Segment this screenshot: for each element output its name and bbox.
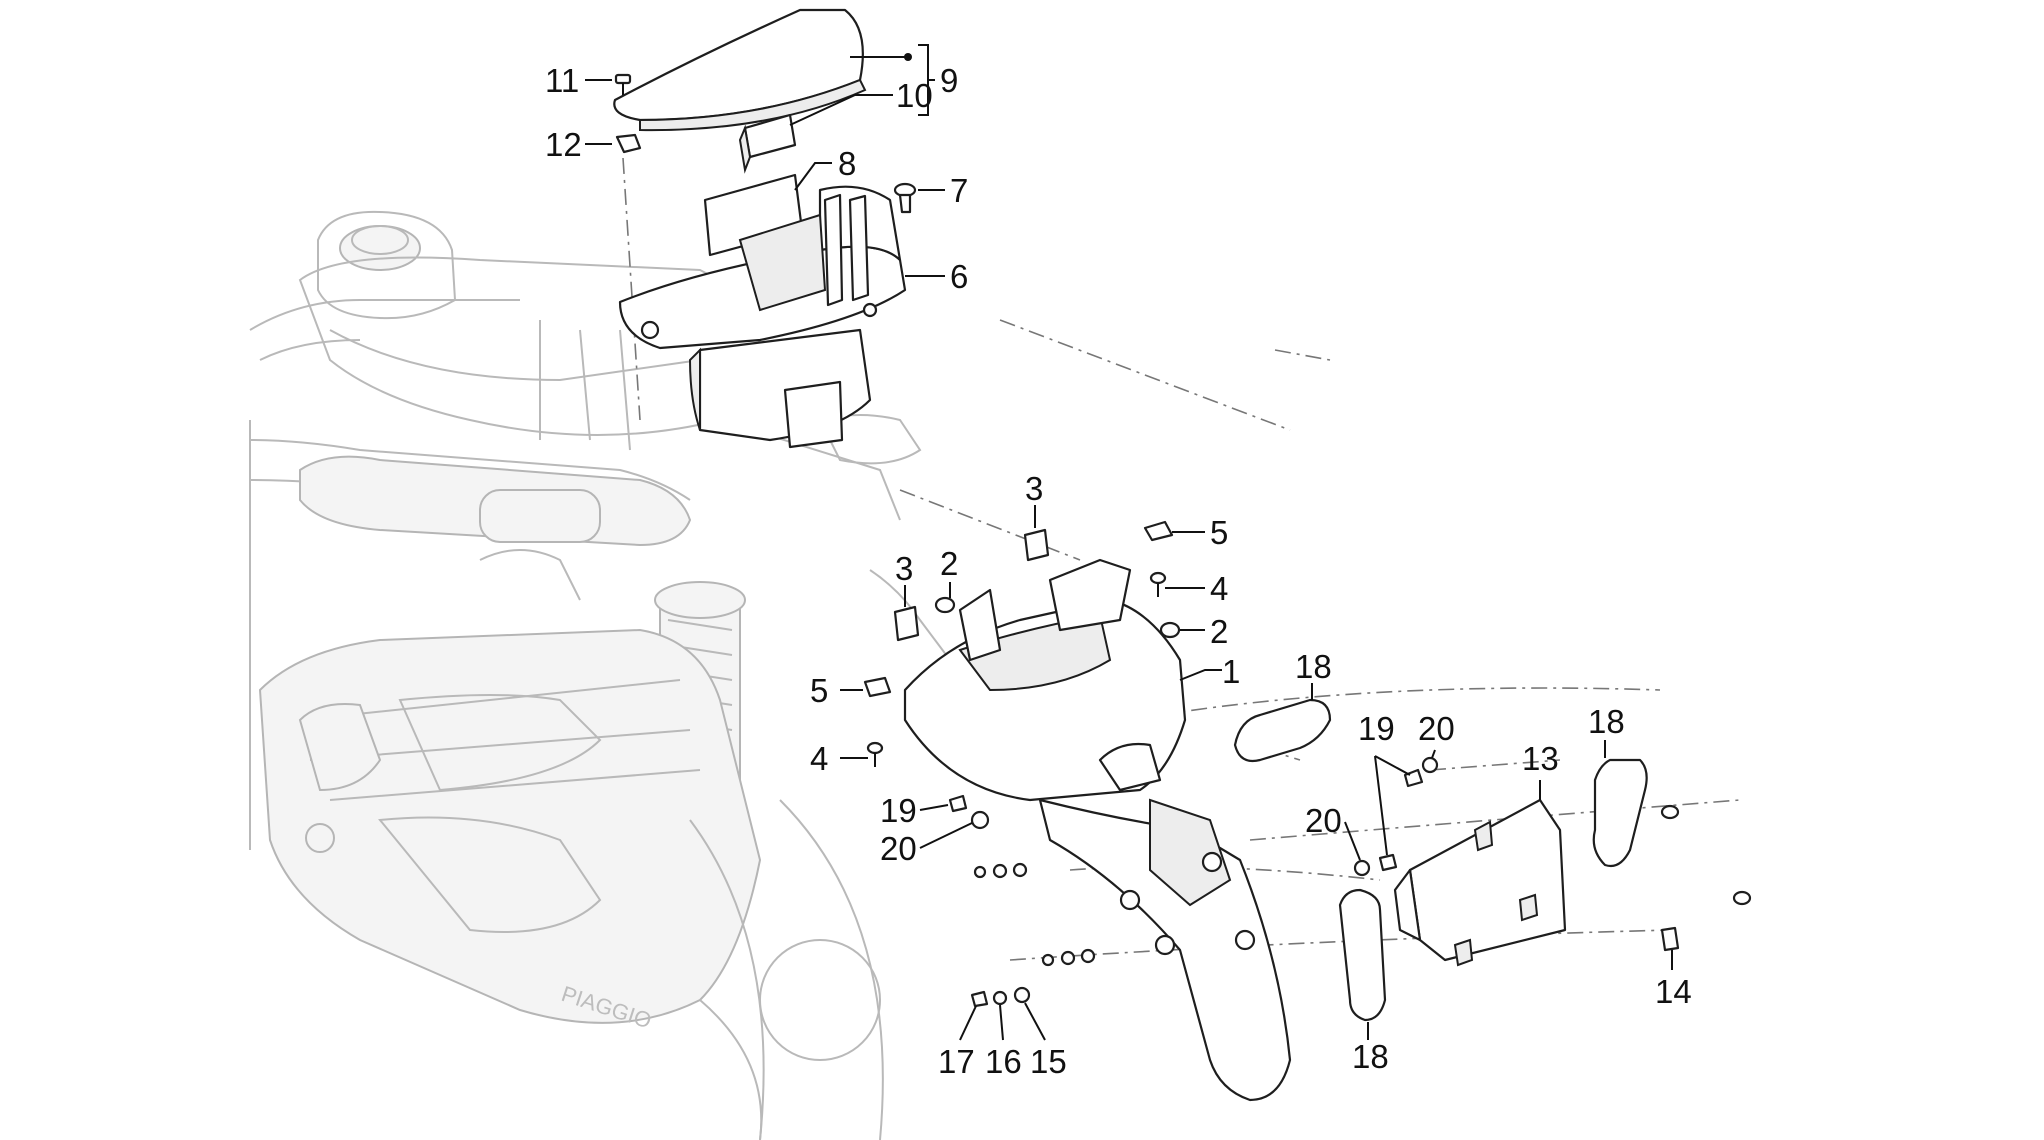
callout-17: 17 <box>938 1043 975 1080</box>
rear-mudguard-1-part <box>903 558 1292 1102</box>
callout-18-right: 18 <box>1588 703 1625 740</box>
reflector-18-lower-part <box>1338 888 1387 1022</box>
callout-19-left: 19 <box>880 792 917 829</box>
screw-4-lower-part <box>866 741 884 767</box>
washer-16-part <box>992 990 1008 1006</box>
callout-18-upper-left: 18 <box>1295 648 1332 685</box>
washer-20-lower-part <box>1353 859 1371 877</box>
nut-19-lower-part <box>1378 853 1398 872</box>
callout-18-lower: 18 <box>1352 1038 1389 1075</box>
screw-7-part <box>893 182 917 214</box>
screw-2-upper-part <box>1159 621 1181 639</box>
callout-20-left: 20 <box>880 830 917 867</box>
callout-3-lower: 3 <box>895 550 913 587</box>
callout-6: 6 <box>950 258 968 295</box>
seat-cover-part <box>613 8 867 174</box>
nut-19-left-part <box>948 794 968 813</box>
washer-20-left-part <box>970 810 990 830</box>
callout-9: 9 <box>940 62 958 99</box>
bolt-14-middle-part <box>1732 890 1752 906</box>
nut-19-upper-part <box>1403 768 1424 788</box>
storage-bin-6-part <box>618 185 907 449</box>
callout-10: 10 <box>896 77 933 114</box>
callout-2-upper: 2 <box>1210 613 1228 650</box>
callout-16: 16 <box>985 1043 1022 1080</box>
callout-11: 11 <box>545 62 579 99</box>
callout-3-upper: 3 <box>1025 470 1043 507</box>
clip-nut-3-lower-part <box>893 605 920 642</box>
plate-bracket-13-part <box>1393 798 1567 967</box>
reflector-18-right-part <box>1592 758 1648 868</box>
screw-4-upper-part <box>1149 571 1167 597</box>
bolt-14-upper-part <box>1660 804 1680 820</box>
leader-lines <box>585 44 1673 1041</box>
callout-19-upper: 19 <box>1358 710 1395 747</box>
reflector-18-upper-left-part <box>1233 698 1332 763</box>
callout-20-middle: 20 <box>1305 802 1342 839</box>
callout-5-upper: 5 <box>1210 514 1228 551</box>
callout-labels: 1 2 2 3 3 4 4 5 5 6 7 8 9 10 11 12 13 14… <box>545 62 1692 1080</box>
callout-7: 7 <box>950 172 968 209</box>
clip-5-lower-part <box>863 676 892 698</box>
callout-14: 14 <box>1655 973 1692 1010</box>
clip-5-upper-part <box>1143 520 1174 542</box>
washer-15-part <box>1013 986 1031 1004</box>
callout-2-lower: 2 <box>940 545 958 582</box>
callout-5-lower: 5 <box>810 672 828 709</box>
clip-nut-3-upper-part <box>1023 528 1050 562</box>
bolt-14-lower-part <box>1660 926 1680 952</box>
nut-12-part <box>615 133 642 154</box>
callout-1: 1 <box>1222 653 1240 690</box>
nut-17-part <box>970 990 989 1008</box>
callout-8: 8 <box>838 145 856 182</box>
callout-4-lower: 4 <box>810 740 828 777</box>
callout-4-upper: 4 <box>1210 570 1228 607</box>
washer-20-upper-part <box>1421 756 1439 774</box>
screw-2-lower-part <box>934 596 956 614</box>
callout-13: 13 <box>1522 740 1559 777</box>
scooter-frame-ghost: PIAGGIO <box>249 210 951 1140</box>
screw-11-part <box>614 73 632 95</box>
callout-15: 15 <box>1030 1043 1067 1080</box>
callout-20-upper: 20 <box>1418 710 1455 747</box>
hardware-row-middle <box>1041 948 1096 967</box>
hardware-row-upper <box>973 862 1028 879</box>
callout-12: 12 <box>545 126 582 163</box>
